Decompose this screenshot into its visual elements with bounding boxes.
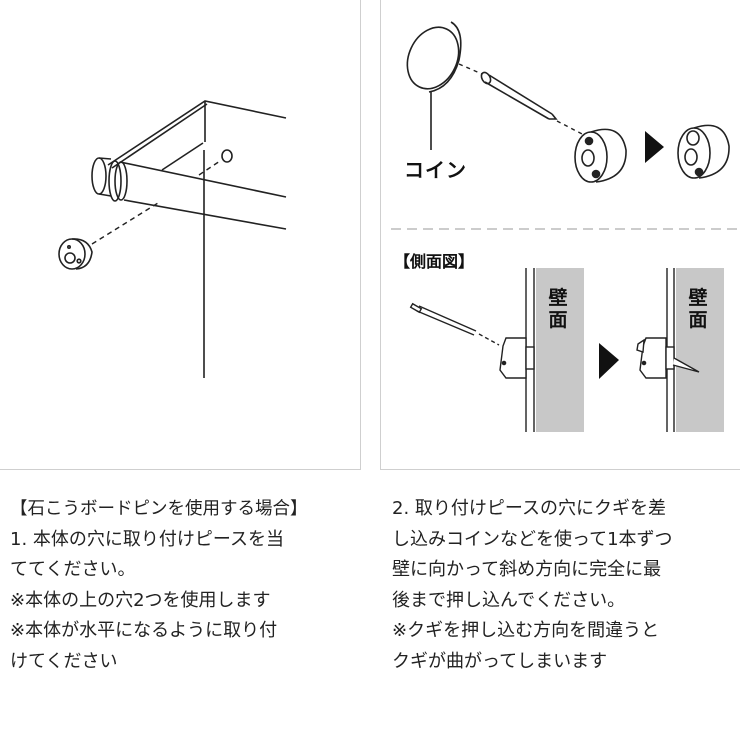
shelf-illustration-panel (0, 0, 361, 470)
instruction-line: ※クギを押し込む方向を間違うと (392, 620, 660, 641)
instruction-line: クギが曲がってしまいます (392, 650, 608, 672)
instruction-line: 2. 取り付けピースの穴にクギを差 (392, 498, 666, 519)
instruction-line: ※本体の上の穴2つを使用します (10, 589, 271, 611)
coin-label: コイン (404, 158, 467, 182)
instruction-line: し込みコインなどを使って1本ずつ (392, 528, 673, 550)
wall-label-right: 壁 面 (687, 287, 709, 331)
wall-label-char-1: 壁 (548, 287, 568, 309)
instruction-line: 1. 本体の穴に取り付けピースを当 (10, 528, 284, 550)
instructions-left: 【石こうボードピンを使用する場合】 1. 本体の穴に取り付けピースを当 ててくだ… (10, 494, 360, 677)
instruction-line: ※本体が水平になるように取り付 (10, 620, 278, 641)
shelf-rod-illustration (58, 100, 287, 378)
coin-and-side-view-illustration (391, 21, 739, 432)
instruction-line: 壁に向かって斜め方向に完全に最 (392, 559, 662, 580)
instruction-line: ててください。 (10, 559, 136, 580)
instruction-line: 後まで押し込んでください。 (392, 589, 626, 611)
wall-label-char-1: 壁 (688, 287, 708, 309)
wall-label-left: 壁 面 (547, 287, 569, 331)
installation-steps-panel (380, 0, 740, 470)
instructions-heading: 【石こうボードピンを使用する場合】 (10, 499, 308, 519)
instruction-line: けてください (10, 650, 118, 672)
side-view-title: 【側面図】 (394, 252, 475, 271)
wall-label-char-2: 面 (688, 309, 708, 331)
instructions-right: 2. 取り付けピースの穴にクギを差 し込みコインなどを使って1本ずつ 壁に向かっ… (392, 494, 732, 677)
wall-label-char-2: 面 (548, 309, 568, 331)
